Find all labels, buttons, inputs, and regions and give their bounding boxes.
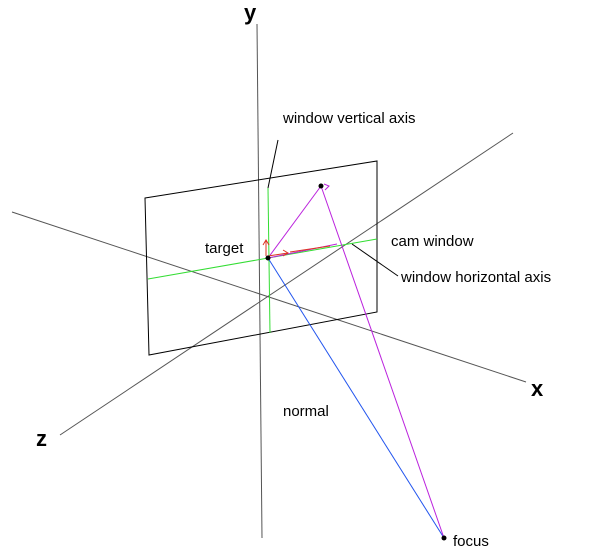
cam-window-label: cam window [391,233,474,250]
window-point [318,183,324,189]
window-horizontal-axis-label: window horizontal axis [400,269,551,286]
small-vector-red-ray [289,245,331,253]
y-axis-label: y [244,0,257,25]
focus-label: focus [453,533,489,550]
normal-label: normal [283,403,329,420]
point-arrowhead [323,183,330,191]
small-vector-up-arrowhead [262,239,270,246]
small-vector-right-arrowhead [282,249,289,257]
x-axis-line [11,211,527,383]
normal-vector-line [267,257,445,539]
y-axis-line [256,23,263,539]
target-point [265,255,271,261]
focus-point [441,535,447,541]
horizontal-axis-leader-line [351,243,399,277]
z-axis-line [59,132,514,436]
z-axis-label: z [36,426,47,451]
window-vertical-axis-label: window vertical axis [282,110,416,127]
ray-point-to-focus [320,185,445,539]
small-vector-right [267,252,289,257]
ray-target-to-point [267,185,322,259]
x-axis-label: x [531,376,544,401]
vertical-axis-leader-line [267,139,279,189]
window-horizontal-axis-line [147,238,378,280]
target-label: target [205,240,244,257]
cam-window-frame [144,160,378,356]
